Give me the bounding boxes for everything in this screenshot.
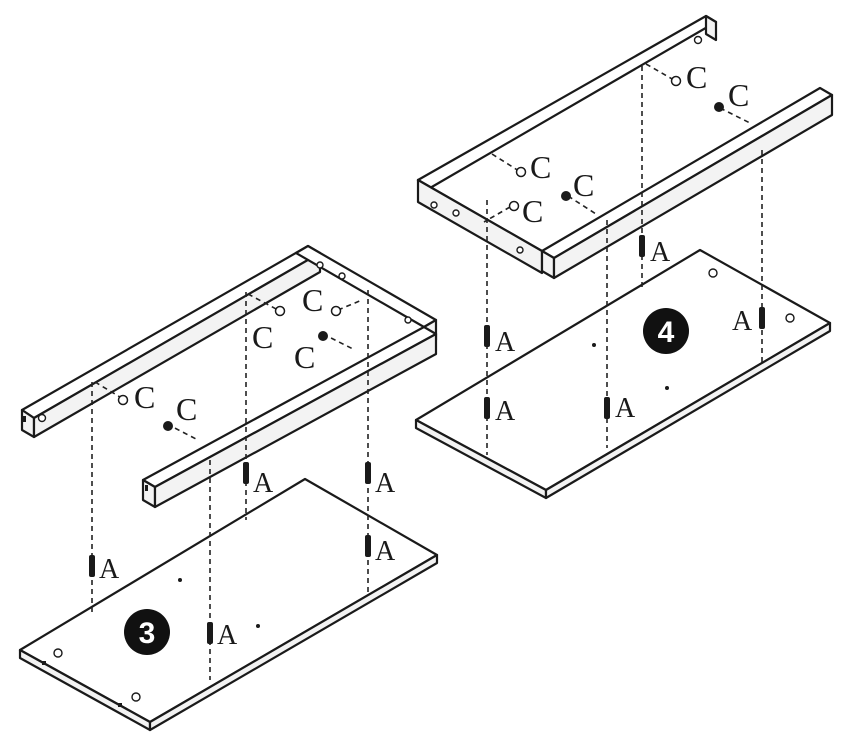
step-3-base-panel xyxy=(18,477,439,732)
dowel-label: A xyxy=(732,306,753,337)
cam-fitting-icon xyxy=(330,305,342,317)
dowel-icon xyxy=(604,397,610,419)
step-number-badge xyxy=(643,308,689,354)
cam-fitting-icon xyxy=(318,331,328,341)
cam-label: C xyxy=(522,193,543,229)
cam-fitting-icon xyxy=(515,166,527,178)
cam-label: C xyxy=(686,59,707,95)
dowel-icon xyxy=(639,235,645,257)
dowel-label: A xyxy=(495,327,516,358)
dowel-label: A xyxy=(615,393,636,424)
step-3-front-rail xyxy=(141,325,438,509)
step-number-badge xyxy=(124,609,170,655)
cam-fitting-icon xyxy=(714,102,724,112)
dowel-label: A xyxy=(375,468,396,499)
cam-label: C xyxy=(294,339,315,375)
step-3-back-rail xyxy=(20,244,322,439)
cam-fitting-icon xyxy=(508,200,520,212)
step-4-base-panel xyxy=(414,248,832,500)
dowel-icon xyxy=(484,325,490,347)
dowel-icon xyxy=(759,307,765,329)
step-number: 3 xyxy=(139,617,156,650)
dowel-label: A xyxy=(375,536,396,567)
dowel-label: A xyxy=(99,554,120,585)
dowel-icon xyxy=(243,462,249,484)
dowel-icon xyxy=(365,462,371,484)
step-3-assembly: C C C C C A A A A A 3 xyxy=(18,244,439,732)
cam-fitting-icon xyxy=(274,305,286,317)
dowel-icon xyxy=(365,535,371,557)
dowel-label: A xyxy=(217,620,238,651)
cam-label: C xyxy=(134,379,155,415)
cam-fitting-icon xyxy=(561,191,571,201)
cam-label: C xyxy=(573,167,594,203)
cam-label: C xyxy=(302,282,323,318)
step-4-assembly: C C C C C A A A A A 4 xyxy=(414,14,834,500)
cam-fitting-icon xyxy=(117,394,129,406)
dowel-label: A xyxy=(495,396,516,427)
dowel-label: A xyxy=(650,237,671,268)
dowel-label: A xyxy=(253,468,274,499)
cam-label: C xyxy=(530,149,551,185)
cam-fitting-icon xyxy=(163,421,173,431)
dowel-icon xyxy=(484,397,490,419)
step-4-back-rail xyxy=(416,14,718,190)
cam-label: C xyxy=(176,391,197,427)
cam-fitting-icon xyxy=(670,75,682,87)
dowel-icon xyxy=(207,622,213,644)
step-4-front-rail xyxy=(540,86,834,280)
dowel-icon xyxy=(89,555,95,577)
cam-label: C xyxy=(252,319,273,355)
step-number: 4 xyxy=(658,316,675,349)
cam-label: C xyxy=(728,77,749,113)
